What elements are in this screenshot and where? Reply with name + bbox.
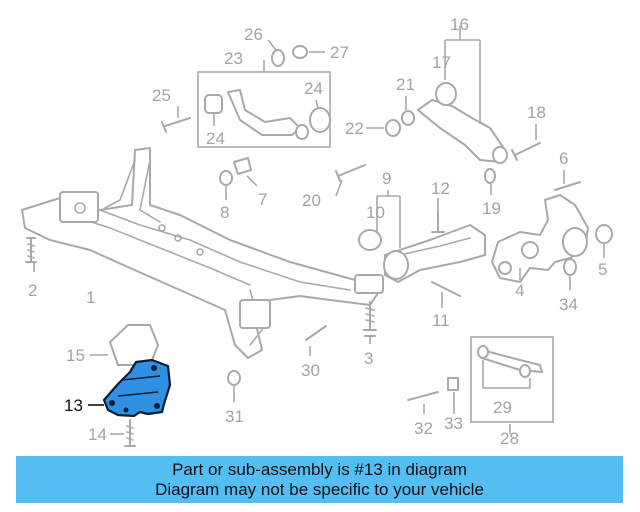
nut-34-part[interactable]	[563, 258, 577, 276]
callout-3: 3	[364, 349, 373, 368]
callout-30: 30	[301, 361, 320, 380]
bolt-30-part[interactable]	[305, 325, 327, 341]
callout-13: 13	[64, 396, 83, 415]
knuckle-4-part[interactable]	[491, 194, 589, 283]
subframe-part[interactable]	[21, 147, 384, 359]
callout-9: 9	[382, 169, 391, 188]
callout-19: 19	[482, 199, 501, 218]
nut-33-part[interactable]	[447, 377, 459, 391]
callout-11: 11	[432, 311, 450, 330]
control-arm-16-part[interactable]	[417, 82, 508, 164]
bolt-18-part[interactable]	[511, 142, 541, 161]
bolt-25-part[interactable]	[161, 117, 191, 133]
nut-19-part[interactable]	[484, 168, 496, 184]
callout-33: 33	[444, 414, 463, 433]
callout-15: 15	[66, 346, 85, 365]
nut-31-part[interactable]	[227, 370, 241, 386]
callout-1: 1	[86, 288, 95, 307]
rear-suspension-exploded-diagram: 1 2 3 4 5 6 7 8 9 10 11 12 13 14 15 16 1…	[21, 15, 613, 448]
callout-34: 34	[559, 295, 578, 314]
callout-25: 25	[152, 86, 171, 105]
callout-5: 5	[598, 260, 607, 279]
arm-23-part[interactable]	[197, 71, 331, 148]
callout-23: 23	[224, 49, 243, 68]
cap-5-part[interactable]	[595, 224, 613, 244]
callout-18: 18	[527, 103, 546, 122]
mount-15-part[interactable]	[109, 324, 159, 366]
callout-26: 26	[244, 25, 263, 44]
bolt-2-part[interactable]	[25, 237, 37, 263]
callout-20: 20	[302, 191, 321, 210]
banner-line-2: Diagram may not be specific to your vehi…	[155, 479, 484, 499]
info-banner: Part or sub-assembly is #13 in diagram D…	[16, 456, 623, 503]
link-28-assembly-part[interactable]	[470, 336, 554, 423]
lower-arm-9-part[interactable]	[358, 224, 486, 283]
bolt-3-part[interactable]	[363, 301, 377, 337]
callout-28: 28	[500, 429, 519, 448]
nut-26-part[interactable]	[271, 49, 285, 67]
washer-27-part[interactable]	[292, 45, 308, 59]
callout-24-right: 24	[304, 79, 323, 98]
nut-8-part[interactable]	[219, 170, 233, 186]
nut-21-part[interactable]	[401, 110, 415, 126]
callout-2: 2	[28, 281, 37, 300]
callout-22: 22	[345, 119, 364, 138]
bracket-13-highlighted-part[interactable]	[102, 358, 172, 418]
callout-16: 16	[450, 15, 469, 34]
callout-12: 12	[431, 179, 450, 198]
callout-6: 6	[559, 149, 568, 168]
callout-21: 21	[396, 75, 415, 94]
callout-27: 27	[330, 43, 349, 62]
callout-4: 4	[515, 281, 524, 300]
leader-lines	[33, 26, 605, 435]
bolt-32-part[interactable]	[407, 391, 439, 401]
callout-14: 14	[88, 425, 107, 444]
callout-32: 32	[414, 419, 433, 438]
bolt-14-part[interactable]	[124, 419, 136, 447]
callout-10: 10	[366, 203, 385, 222]
bolt-12-part[interactable]	[431, 211, 445, 233]
banner-line-1: Part or sub-assembly is #13 in diagram	[172, 459, 467, 479]
callout-24-left: 24	[206, 129, 225, 148]
bracket-7-part[interactable]	[233, 157, 252, 175]
washer-22-part[interactable]	[385, 119, 401, 137]
bolt-6-part[interactable]	[554, 181, 581, 191]
callout-7: 7	[258, 190, 267, 209]
callout-17: 17	[432, 53, 451, 72]
callout-31: 31	[225, 407, 244, 426]
bolt-20-part[interactable]	[335, 164, 366, 182]
bolt-11-part[interactable]	[431, 281, 461, 297]
callout-29: 29	[493, 398, 512, 417]
callout-8: 8	[220, 203, 229, 222]
callout-labels: 1 2 3 4 5 6 7 8 9 10 11 12 13 14 15 16 1…	[28, 15, 607, 448]
